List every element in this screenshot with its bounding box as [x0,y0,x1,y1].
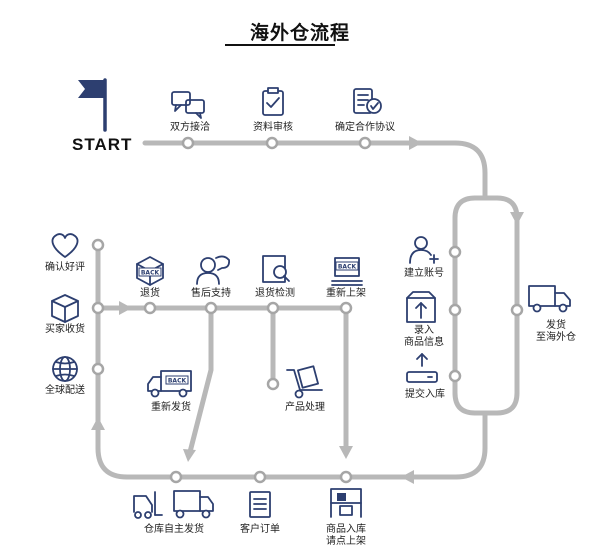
node [266,377,280,391]
track-branch-reship [187,305,214,455]
arrow-to-stock [339,446,353,459]
arrow-to-reship [183,449,196,462]
track-right-loop [452,195,520,416]
arrow-right [510,212,524,225]
top-step-label: 资料审核 [253,122,293,133]
branch-step-label: 产品处理 [285,402,325,413]
agreement-document-icon [353,88,382,114]
bottom-step-label: 仓库自主发货 [144,524,204,535]
order-document-icon [249,491,271,518]
bottom-step-label: 客户订单 [240,524,280,535]
left-step-label: 全球配送 [45,385,85,396]
return-step-label: 退货检测 [255,288,295,299]
node [169,470,183,484]
back-truck-icon [147,370,192,398]
nodes [91,136,524,484]
node [204,301,218,315]
bottom-step-label: 商品入库 请点上架 [326,524,366,547]
arrowheads [91,136,524,484]
right-step-label: 录入 商品信息 [404,325,444,348]
warehouse-shelf-icon [330,488,362,518]
return-step-label: 重新上架 [326,288,366,299]
forklift-truck-icon [133,490,214,519]
back-tag: BACK [168,378,187,385]
node [358,136,372,150]
box-upload-icon [406,291,436,323]
clipboard-check-icon [262,87,284,116]
delivery-truck-icon [528,285,571,313]
node [253,470,267,484]
top-step-label: 确定合作协议 [335,122,395,133]
inspection-icon [262,255,290,283]
left-step-label: 确认好评 [45,262,85,273]
track-returns [95,305,349,455]
right-step-label: 发货 至海外仓 [536,320,576,343]
track-top [142,140,488,198]
diagram-title: 海外仓流程 [249,22,351,44]
title-underline [225,44,335,46]
left-step-label: 买家收货 [45,324,85,335]
right-step-label: 提交入库 [405,389,445,400]
globe-icon [52,356,78,382]
back-tag: BACK [141,270,160,277]
branch-step-label: 重新发货 [151,402,191,413]
node [91,238,105,252]
chat-bubbles-icon [171,91,205,119]
node [448,369,462,383]
arrow-top [409,136,422,150]
node [339,470,353,484]
return-step-label: 退货 [140,288,160,299]
node [181,136,195,150]
arrow-left-up [91,417,105,430]
package-icon [51,294,79,323]
node [265,136,279,150]
track-bottom-left [95,242,488,480]
arrow-bottom [401,470,414,484]
node [91,301,105,315]
return-step-label: 售后支持 [191,288,231,299]
arrow-returns [119,301,132,315]
node [448,245,462,259]
node [266,301,280,315]
node [339,301,353,315]
user-add-icon [409,236,439,264]
hand-truck-icon [286,365,323,399]
top-step-label: 双方接洽 [170,122,210,133]
tray-upload-icon [406,353,438,383]
node [510,303,524,317]
right-step-label: 建立账号 [404,268,444,279]
start-label: START [72,135,133,154]
back-shelf-icon [331,257,363,286]
node [448,303,462,317]
back-tag: BACK [338,264,357,271]
start-flag-icon [78,78,107,132]
node [91,362,105,376]
support-person-icon [196,255,231,285]
node [143,301,157,315]
heart-icon [51,233,79,258]
